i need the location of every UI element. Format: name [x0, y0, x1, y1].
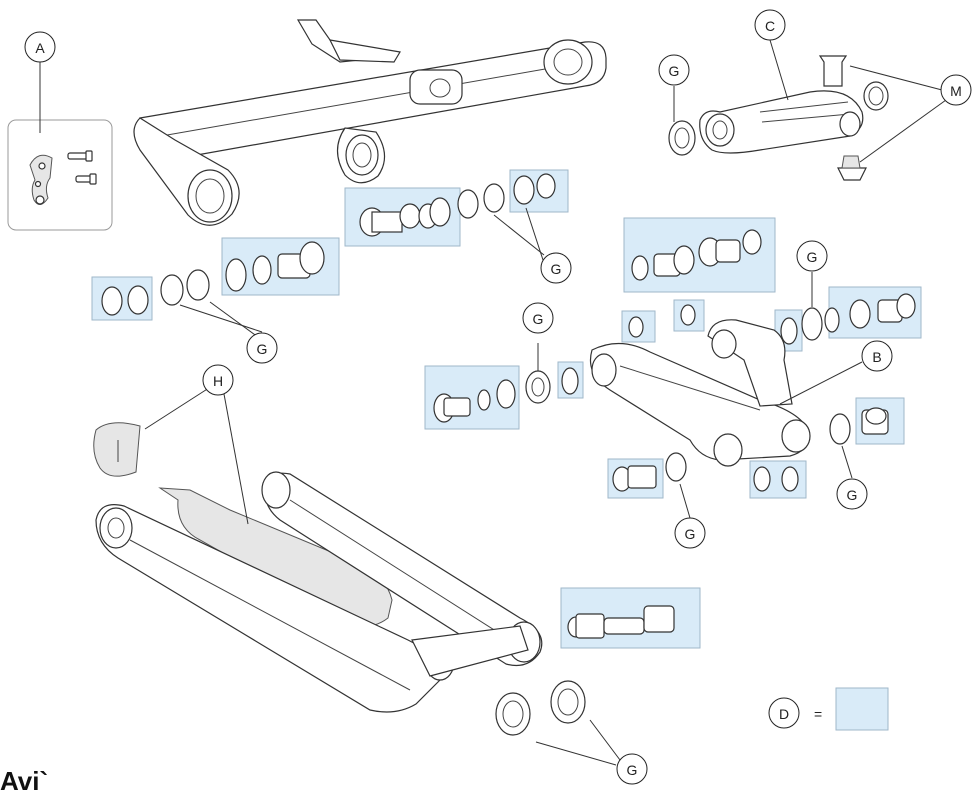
callout-c: C — [754, 9, 786, 41]
link-washer-3 — [780, 317, 798, 345]
left-axle — [433, 379, 516, 423]
callout-c-text: C — [765, 18, 775, 34]
rocker-link-c — [699, 90, 864, 154]
callout-h-text: H — [213, 373, 223, 389]
lower-washers — [753, 466, 799, 492]
legend-equals: = — [814, 706, 822, 722]
callout-g-left: G — [522, 302, 554, 334]
lower-bolt — [612, 465, 657, 492]
section-heading: Avi` — [0, 766, 49, 792]
right-bolt-stack — [801, 293, 916, 341]
legend-swatch — [835, 687, 889, 731]
callout-m: M — [940, 74, 972, 106]
callout-g3-text: G — [257, 341, 268, 357]
front-spacers — [457, 173, 556, 219]
callout-g-top: G — [658, 54, 690, 86]
hanger-bolts — [67, 150, 97, 185]
callout-d: D — [768, 697, 800, 729]
bearing-c-left — [668, 120, 696, 156]
shock-bolt — [829, 407, 889, 445]
main-pivot-axle — [225, 241, 325, 292]
leader-lines — [144, 39, 947, 766]
chainstay-guard-h — [93, 422, 393, 627]
link-washer-1 — [628, 316, 644, 338]
callout-g-pivot: G — [246, 332, 278, 364]
rear-axle — [567, 605, 675, 639]
bearing-c-right — [863, 81, 889, 111]
callout-m-text: M — [950, 83, 962, 99]
callout-g1-text: G — [669, 63, 680, 79]
left-bearing — [525, 370, 551, 404]
callout-b-text: B — [872, 349, 881, 365]
lower-bearing — [665, 452, 687, 482]
rear-swingarm — [95, 471, 543, 713]
link-b — [589, 319, 811, 467]
derailleur-hanger — [29, 154, 53, 205]
callout-g-link: G — [796, 240, 828, 272]
bushing-m-bottom — [837, 155, 867, 181]
hanger-kit-box — [7, 119, 113, 231]
link-washer-2 — [680, 304, 696, 326]
callout-g7-text: G — [685, 526, 696, 542]
front-pivot-axle — [359, 197, 451, 237]
callout-g6-text: G — [847, 487, 858, 503]
callout-g5-text: G — [807, 249, 818, 265]
callout-b: B — [861, 340, 893, 372]
callout-g-shock: G — [836, 478, 868, 510]
bushing-m-top — [818, 55, 848, 87]
circlip — [561, 367, 579, 395]
callout-h: H — [202, 364, 234, 396]
callout-g4-text: G — [533, 311, 544, 327]
front-triangle-frame — [133, 19, 607, 226]
callout-d-text: D — [779, 706, 789, 722]
callout-g-lower: G — [674, 517, 706, 549]
link-bolts — [631, 229, 762, 281]
rear-bearing-right — [550, 680, 586, 724]
rear-bearing-left — [495, 692, 531, 736]
callout-g8-text: G — [627, 762, 638, 778]
callout-a-text: A — [35, 40, 45, 56]
callout-a: A — [24, 31, 56, 63]
callout-g2-text: G — [551, 261, 562, 277]
callout-g-front: G — [540, 252, 572, 284]
main-pivot-spacers — [101, 269, 210, 316]
callout-g-rear: G — [616, 753, 648, 785]
